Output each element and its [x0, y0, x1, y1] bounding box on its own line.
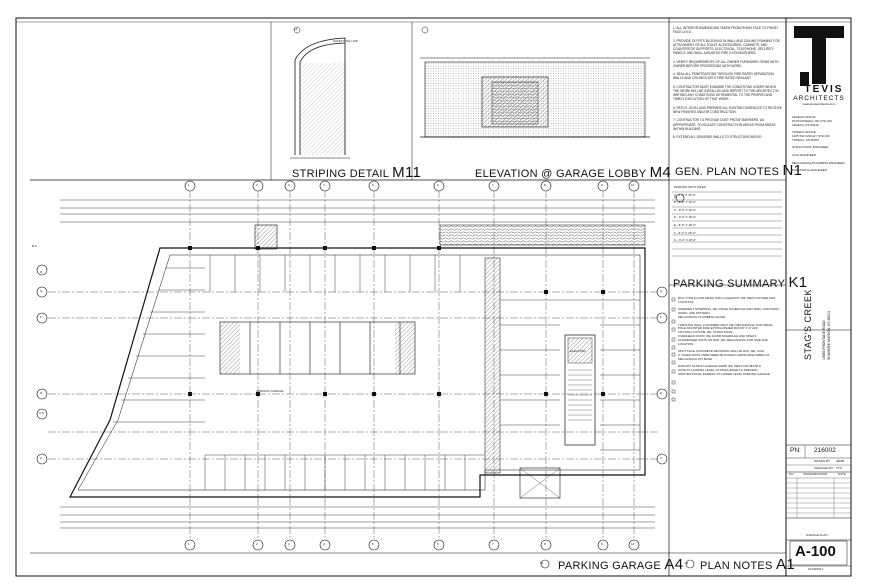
grid-col-8-bottom: 8: [544, 542, 546, 546]
sheet-date: 10/18/2017: [808, 567, 824, 571]
plan-notes-ref: A1: [776, 556, 795, 573]
firm-name: TEVIS: [804, 84, 844, 95]
grid-col-2-bottom: 2: [256, 542, 258, 546]
project-title: STAG'S CREEK: [803, 289, 813, 360]
parking-summary-ref: K1: [788, 274, 808, 291]
grid-row-g: G: [40, 289, 43, 293]
grid-row-c5: C.5: [39, 411, 44, 415]
sheet-number: A-100: [795, 543, 836, 560]
grid-col-7: 7: [492, 183, 494, 187]
grid-col-4: 4: [323, 183, 325, 187]
parking-summary-notes: BOX TYPE FLOOR DRAIN WITH CLEANOUT. RE: …: [678, 296, 780, 376]
grid-row-f: F: [40, 315, 42, 319]
grid-row-e9: E.9: [32, 244, 37, 248]
revision-col-issue: ISSUE/REVISION: [803, 472, 828, 476]
grid-col-8: 8: [544, 183, 546, 187]
checked-by: TTG: [836, 466, 842, 470]
drawn-by: JEMB: [836, 459, 845, 463]
grid-row-c-right: C: [660, 456, 663, 460]
striping-detail-ref: M11: [392, 164, 422, 181]
striping-detail-label: STRIPING DETAIL: [292, 168, 389, 180]
project-address-line2: SHAWNEE MISSION, KS 66203: [827, 310, 831, 360]
grid-col-6: 6: [437, 183, 439, 187]
grid-col-3: 3: [288, 183, 290, 187]
firm-logo: TEVIS ARCHITECTS www.tevisarchitects.com: [790, 84, 848, 106]
grid-col-12-bottom: 12: [685, 561, 689, 565]
parking-garage-room-label: PARKING GARAGE: [256, 389, 284, 393]
safety-yellow-label: SAFETY YELLOW: [333, 39, 358, 43]
general-notes: 1. ALL INTERIOR DIMENSIONS TAKEN FROM FI…: [673, 26, 782, 140]
drawn-by-label: DRAWN BY: [814, 459, 831, 463]
grid-col-5: 5: [372, 183, 374, 187]
grid-row-f-right: F: [660, 315, 662, 319]
grid-col-1: 1: [188, 183, 190, 187]
parking-summary-title: PARKING SUMMARY K1: [673, 274, 807, 291]
parking-garage-ref: A4: [664, 556, 684, 573]
parking-spot-sizes: PARKING SPOT SIZES A - 8'-0" X 16'-0"B -…: [674, 185, 706, 243]
grid-col-5-bottom: 5: [372, 542, 374, 546]
plan-notes-label: PLAN NOTES: [700, 560, 773, 572]
parking-garage-label: PARKING GARAGE: [558, 560, 662, 572]
elevation-label: ELEVATION @ GARAGE LOBBY: [475, 168, 647, 180]
grid-row-c: C: [40, 456, 43, 460]
grid-col-9: 9: [601, 183, 603, 187]
gen-plan-notes-label: GEN. PLAN NOTES: [675, 166, 780, 178]
grid-row-d-right: D: [660, 391, 663, 395]
grid-col-6-bottom: 6: [437, 542, 439, 546]
grid-col-14-right: 14: [674, 195, 678, 199]
striping-detail-title: STRIPING DETAIL M11: [292, 164, 421, 181]
project-name: STAG'S CREEK: [803, 288, 813, 360]
elevation-ref: M4: [649, 164, 671, 181]
gen-plan-notes-title: GEN. PLAN NOTES N1: [675, 162, 802, 179]
project-address: 19845 FRONTAGE ROAD SHAWNEE MISSION, KS …: [822, 311, 832, 360]
project-number: 216002: [814, 447, 836, 454]
sheet-label: GARAGE PLAN: [806, 533, 828, 537]
grid-col-13-detail: 13: [294, 27, 298, 31]
plan-notes-title: PLAN NOTES A1: [700, 556, 795, 573]
firm-subtitle: ARCHITECTS: [793, 95, 845, 102]
elevation-title: ELEVATION @ GARAGE LOBBY M4: [475, 164, 671, 181]
grid-col-3-bottom: 3: [288, 542, 290, 546]
gen-plan-notes-ref: N1: [782, 162, 803, 179]
grid-col-d-left: D: [40, 270, 43, 274]
parking-garage-title: PARKING GARAGE A4: [558, 556, 683, 573]
revision-col-no: NO.: [789, 472, 795, 476]
grid-col-9-bottom: 9: [601, 542, 603, 546]
firm-website: www.tevisarchitects.com: [802, 102, 836, 106]
parking-summary-label: PARKING SUMMARY: [673, 278, 786, 290]
grid-col-2: 2: [256, 183, 258, 187]
grid-row-d: D: [40, 391, 43, 395]
project-number-label: PN:: [790, 447, 801, 454]
elevator-label: ELEVATOR: [570, 349, 586, 353]
grid-col-1-bottom: 1: [188, 542, 190, 546]
grid-col-10-bottom: 10: [631, 542, 635, 546]
grid-col-4-bottom: 4: [323, 542, 325, 546]
grid-col-11-bottom: 11: [540, 561, 544, 565]
grid-col-7-bottom: 7: [492, 542, 494, 546]
checked-by-label: CHECKED BY: [814, 466, 834, 470]
grid-col-10: 10: [631, 183, 635, 187]
revision-col-date: DATE: [838, 472, 846, 476]
grid-row-g-right: G: [660, 289, 663, 293]
